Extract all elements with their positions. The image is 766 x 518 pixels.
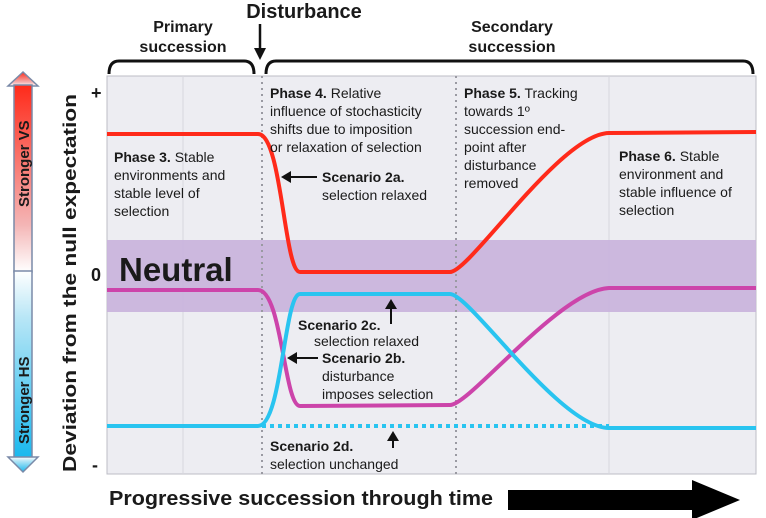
- y-tick-minus: -: [92, 455, 98, 475]
- neutral-label: Neutral: [119, 251, 233, 288]
- phase-separators: [261, 76, 457, 474]
- svg-text:environment and: environment and: [619, 166, 723, 182]
- phase-3-annotation: Phase 3. Stable environments and stable …: [114, 149, 225, 219]
- svg-text:stable influence of: stable influence of: [619, 184, 732, 200]
- y-tick-plus: +: [91, 83, 102, 103]
- svg-text:imposes selection: imposes selection: [322, 386, 433, 402]
- svg-text:Scenario 2d.: Scenario 2d.: [270, 438, 353, 454]
- scenario-2c-annotation: Scenario 2c. selection relaxed: [298, 317, 419, 349]
- scenario-2b-line: [107, 286, 756, 409]
- svg-text:Scenario 2a.: Scenario 2a.: [322, 169, 405, 185]
- primary-succession-label-2: succession: [139, 39, 226, 56]
- scenario-2d-pointer: [387, 431, 399, 448]
- svg-text:influence of stochasticity: influence of stochasticity: [270, 103, 422, 119]
- svg-text:removed: removed: [464, 175, 518, 191]
- svg-text:Phase 4. Relative: Phase 4. Relative: [270, 85, 382, 101]
- disturbance-arrow: [254, 24, 266, 60]
- y-tick-zero: 0: [91, 265, 101, 285]
- svg-text:or relaxation of selection: or relaxation of selection: [270, 139, 422, 155]
- scenario-2c-pointer: [385, 299, 397, 324]
- svg-text:Phase 3. Stable: Phase 3. Stable: [114, 149, 215, 165]
- scenario-2b-pointer: [287, 352, 318, 364]
- vs-hs-scale-arrow: [6, 70, 40, 474]
- svg-text:towards 1º: towards 1º: [464, 103, 530, 119]
- svg-text:disturbance: disturbance: [322, 368, 395, 384]
- svg-text:selection relaxed: selection relaxed: [314, 333, 419, 349]
- phase-5-annotation: Phase 5. Tracking towards 1º succession …: [464, 85, 578, 191]
- disturbance-label: Disturbance: [246, 1, 362, 23]
- stronger-vs-label: Stronger VS: [16, 120, 33, 207]
- svg-text:Scenario 2b.: Scenario 2b.: [322, 350, 405, 366]
- scenario-2a-annotation: Scenario 2a. selection relaxed: [322, 169, 427, 203]
- stronger-hs-label: Stronger HS: [16, 356, 33, 444]
- svg-text:point after: point after: [464, 139, 527, 155]
- secondary-succession-label-2: succession: [468, 39, 555, 56]
- scenario-2a-pointer: [281, 171, 317, 183]
- svg-text:selection: selection: [114, 203, 169, 219]
- secondary-succession-label-1: Secondary: [471, 19, 553, 36]
- svg-text:succession end-: succession end-: [464, 121, 566, 137]
- phase-6-annotation: Phase 6. Stable environment and stable i…: [619, 148, 732, 218]
- primary-succession-label-1: Primary: [153, 19, 213, 36]
- time-arrow: [508, 480, 740, 518]
- svg-text:selection: selection: [619, 202, 674, 218]
- scenario-2c-line: [107, 292, 756, 430]
- x-axis-label: Progressive succession through time: [109, 488, 493, 510]
- svg-text:shifts due to imposition: shifts due to imposition: [270, 121, 412, 137]
- scenario-2a-line: [107, 130, 757, 274]
- scenario-2b-annotation: Scenario 2b. disturbance imposes selecti…: [322, 350, 433, 402]
- svg-text:selection relaxed: selection relaxed: [322, 187, 427, 203]
- y-axis-label: Deviation from the null expectation: [60, 94, 80, 472]
- neutral-band: [107, 240, 756, 312]
- primary-succession-bracket: [107, 59, 256, 75]
- svg-text:stable level of: stable level of: [114, 185, 200, 201]
- svg-text:disturbance: disturbance: [464, 157, 537, 173]
- svg-text:selection unchanged: selection unchanged: [270, 456, 398, 472]
- scenario-2d-annotation: Scenario 2d. selection unchanged: [270, 438, 398, 472]
- secondary-succession-bracket: [264, 59, 755, 75]
- svg-text:environments and: environments and: [114, 167, 225, 183]
- svg-text:Scenario 2c.: Scenario 2c.: [298, 317, 381, 333]
- svg-text:Phase 6. Stable: Phase 6. Stable: [619, 148, 720, 164]
- svg-text:Phase 5. Tracking: Phase 5. Tracking: [464, 85, 578, 101]
- phase-4-annotation: Phase 4. Relative influence of stochasti…: [270, 85, 422, 155]
